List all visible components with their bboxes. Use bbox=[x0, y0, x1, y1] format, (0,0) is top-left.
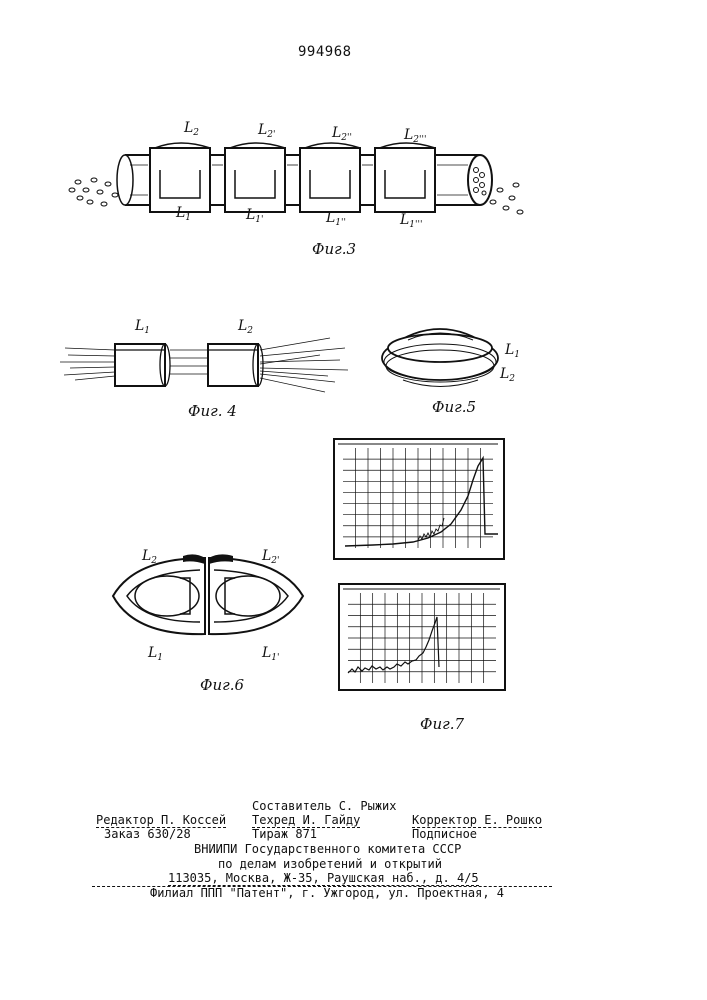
imprint-org1: ВНИИПИ Государственного комитета СССР bbox=[194, 842, 461, 856]
fig3-label-bottom-3: L1'' bbox=[326, 210, 346, 228]
imprint-org2: по делам изобретений и открытий bbox=[218, 857, 442, 871]
fig3-label-bottom-1: L1 bbox=[176, 205, 191, 223]
fig7-caption: Фиг.7 bbox=[420, 715, 464, 733]
fig7-oscillogram-bottom bbox=[338, 583, 506, 691]
fig6-label-top-1: L2 bbox=[142, 548, 157, 566]
imprint-subscription: Подписное bbox=[412, 827, 477, 841]
fig6-label-top-2: L2' bbox=[262, 548, 280, 566]
fig4-label-2: L2 bbox=[238, 318, 253, 336]
imprint-compiler: Составитель С. Рыжих bbox=[252, 799, 397, 813]
fig7-oscillogram-top bbox=[333, 438, 505, 560]
fig4-label-1: L1 bbox=[135, 318, 150, 336]
fig3-label-top-1: L2 bbox=[184, 120, 199, 138]
fig3-label-bottom-4: L1''' bbox=[400, 212, 422, 230]
fig6-label-bottom-2: L1' bbox=[262, 645, 280, 663]
fig5-label-2: L2 bbox=[500, 366, 515, 384]
fig6-label-bottom-1: L1 bbox=[148, 645, 163, 663]
fig6-caption: Фиг.6 bbox=[200, 676, 244, 694]
fig3-label-top-3: L2'' bbox=[332, 125, 352, 143]
fig4-drawing bbox=[60, 320, 350, 405]
fig5-drawing bbox=[378, 318, 508, 393]
imprint-address: 113035, Москва, Ж-35, Раушская наб., д. … bbox=[168, 871, 479, 886]
imprint-order: Заказ 630/28 bbox=[104, 827, 191, 841]
fig5-label-1: L1 bbox=[505, 342, 520, 360]
imprint-editor: Редактор П. Коссей bbox=[96, 813, 226, 828]
fig5-caption: Фиг.5 bbox=[432, 398, 476, 416]
imprint-circulation: Тираж 871 bbox=[252, 827, 317, 841]
imprint-techred: Техред И. Гайду bbox=[252, 813, 360, 828]
fig4-caption: Фиг. 4 bbox=[188, 402, 237, 420]
fig3-label-top-4: L2''' bbox=[404, 127, 426, 145]
patent-number: 994968 bbox=[298, 44, 352, 60]
imprint-branch: Филиал ППП "Патент", г. Ужгород, ул. Про… bbox=[150, 886, 504, 900]
fig3-drawing bbox=[60, 120, 540, 230]
fig3-caption: Фиг.3 bbox=[312, 240, 356, 258]
imprint-corrector: Корректор Е. Рошко bbox=[412, 813, 542, 828]
fig3-label-top-2: L2' bbox=[258, 122, 276, 140]
fig3-label-bottom-2: L1' bbox=[246, 207, 264, 225]
